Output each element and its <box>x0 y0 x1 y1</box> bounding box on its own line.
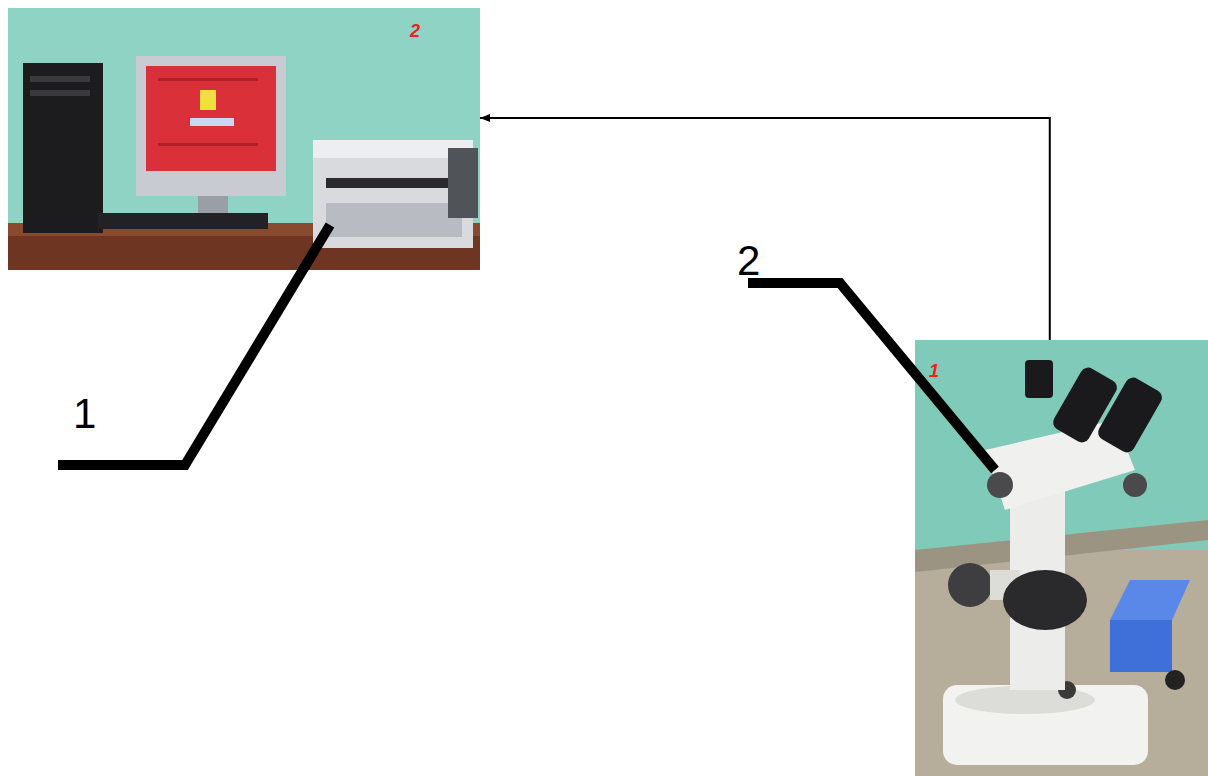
microscope-photo <box>915 340 1208 776</box>
signal-arrow <box>480 118 1050 340</box>
photo-number: 1 <box>929 362 939 380</box>
photo-number: 2 <box>410 22 420 40</box>
photo-panel: 2 <box>8 8 480 270</box>
callout-number: 2 <box>737 240 760 282</box>
callout-number: 1 <box>73 393 96 435</box>
computer-photo <box>8 8 480 270</box>
photo-panel: 1 <box>915 340 1208 776</box>
